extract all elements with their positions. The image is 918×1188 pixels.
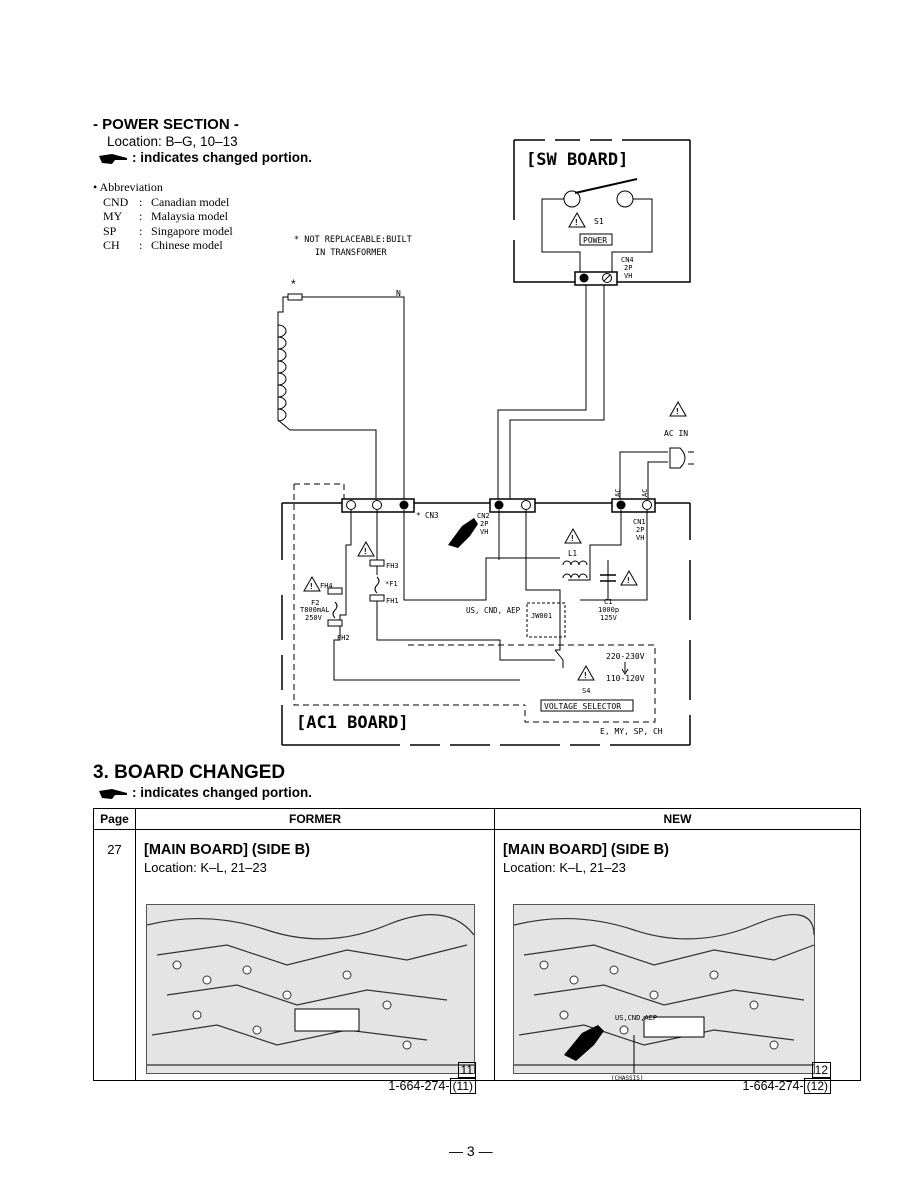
power-section-title: - POWER SECTION - <box>93 116 239 133</box>
transformer-note: IN TRANSFORMER <box>315 248 388 258</box>
former-location: Location: K–L, 21–23 <box>144 860 267 875</box>
svg-text:!: ! <box>571 534 574 543</box>
svg-text:CN4: CN4 <box>621 256 634 264</box>
svg-text:N: N <box>396 289 401 298</box>
s1-label: S1 <box>594 217 604 226</box>
board-changed-table: Page FORMER NEW 27 [MAIN BOARD] (SIDE B)… <box>93 808 861 1094</box>
ac-plug-icon <box>669 447 694 469</box>
power-section-location: Location: B–G, 10–13 <box>107 134 238 149</box>
svg-text:L1: L1 <box>568 549 577 558</box>
svg-text:VH: VH <box>636 534 644 542</box>
warning-triangle-icon: ! <box>303 575 321 592</box>
abbreviation-item: CND:Canadian model <box>103 194 230 209</box>
page-number: — 3 — <box>449 1143 493 1159</box>
not-replaceable-note: * NOT REPLACEABLE:BUILT <box>294 235 412 245</box>
power-schematic: * NOT REPLACEABLE:BUILT IN TRANSFORMER [… <box>277 139 694 746</box>
former-part-number: 11 1-664-274-(11) <box>386 1062 476 1094</box>
header-new: NEW <box>494 808 861 830</box>
changed-indicator-text: : indicates changed portion. <box>132 785 313 800</box>
svg-text:F2: F2 <box>311 599 319 607</box>
svg-text:!: ! <box>584 671 587 680</box>
svg-text:125V: 125V <box>600 614 618 622</box>
page-cell: 27 <box>93 829 136 1081</box>
svg-text:2P: 2P <box>480 520 488 528</box>
changed-indicator-legend: : indicates changed portion. <box>98 785 312 800</box>
former-cell: [MAIN BOARD] (SIDE B) Location: K–L, 21–… <box>135 829 495 1094</box>
svg-text:FH1: FH1 <box>386 597 399 605</box>
abbreviation-heading: • Abbreviation <box>93 180 163 194</box>
abbreviation-item: MY:Malaysia model <box>103 209 228 223</box>
svg-text:2P: 2P <box>624 264 632 272</box>
svg-text:2P: 2P <box>636 526 644 534</box>
svg-text:CN1: CN1 <box>633 518 646 526</box>
changed-indicator-text: : indicates changed portion. <box>132 150 313 165</box>
svg-text:VH: VH <box>480 528 488 536</box>
abbreviation-item: CH:Chinese model <box>103 238 223 252</box>
former-title: [MAIN BOARD] (SIDE B) <box>144 842 310 858</box>
svg-text:*: * <box>291 277 296 291</box>
svg-text:S4: S4 <box>582 687 590 695</box>
new-title: [MAIN BOARD] (SIDE B) <box>503 842 669 858</box>
svg-text:220-230V: 220-230V <box>606 652 645 661</box>
svg-text:!: ! <box>575 218 578 227</box>
svg-text:!: ! <box>364 547 367 556</box>
svg-text:110-120V: 110-120V <box>606 674 645 683</box>
warning-triangle-icon: ! <box>357 540 375 557</box>
svg-text:C1: C1 <box>604 598 612 606</box>
svg-text:JW001: JW001 <box>531 612 552 620</box>
new-part-number: 12 1-664-274-(12) <box>741 1062 831 1094</box>
new-us-label: US,CND,AEP <box>615 1014 658 1022</box>
pointing-hand-icon <box>564 1025 604 1061</box>
warning-triangle-icon: ! <box>577 664 595 681</box>
chassis-label: (CHASSIS) <box>611 1075 644 1082</box>
pointing-hand-icon <box>98 153 128 164</box>
svg-text:FH4: FH4 <box>320 582 333 590</box>
abbreviation-list: • Abbreviation CND:Canadian model MY:Mal… <box>93 180 233 253</box>
warning-triangle-icon: ! <box>669 400 687 417</box>
cn3-label: * CN3 <box>416 511 439 520</box>
svg-text:E, MY, SP, CH: E, MY, SP, CH <box>600 727 663 736</box>
warning-triangle-icon: ! <box>564 527 582 544</box>
new-pcb-image <box>513 904 815 1074</box>
transformer-coil <box>277 293 405 500</box>
warning-triangle-icon: ! <box>620 569 638 586</box>
svg-text:!: ! <box>310 582 313 591</box>
sw-board-label: [SW BOARD] <box>526 150 628 170</box>
svg-text:250V: 250V <box>305 614 323 622</box>
new-location: Location: K–L, 21–23 <box>503 860 626 875</box>
svg-text:FH3: FH3 <box>386 562 399 570</box>
us-cnd-aep-label: US, CND, AEP <box>466 606 521 615</box>
abbreviation-item: SP:Singapore model <box>103 223 233 238</box>
voltage-selector-label: VOLTAGE SELECTOR <box>544 702 621 711</box>
svg-text:T800mAL: T800mAL <box>300 606 330 614</box>
warning-triangle-icon: ! <box>568 211 586 228</box>
pointing-hand-icon <box>448 518 478 548</box>
svg-text:1000p: 1000p <box>598 606 619 614</box>
new-cell: [MAIN BOARD] (SIDE B) Location: K–L, 21–… <box>494 829 861 1094</box>
svg-text:CN2: CN2 <box>477 512 490 520</box>
changed-indicator-legend: : indicates changed portion. <box>98 150 312 165</box>
svg-text:AC: AC <box>641 489 649 497</box>
l1-inductor <box>562 560 588 579</box>
board-changed-title: 3. BOARD CHANGED <box>93 762 286 783</box>
pointing-hand-icon <box>98 788 128 799</box>
svg-text:*F1: *F1 <box>385 580 398 588</box>
svg-text:AC: AC <box>614 489 622 497</box>
svg-text:!: ! <box>627 576 630 585</box>
svg-text:FH2: FH2 <box>337 634 350 642</box>
former-pcb-image <box>146 904 475 1074</box>
ac-in-label: AC IN <box>664 429 688 438</box>
svg-text:!: ! <box>676 407 679 416</box>
header-page: Page <box>93 808 136 830</box>
svg-text:VH: VH <box>624 272 632 280</box>
ac1-board-label: [AC1 BOARD] <box>296 713 409 733</box>
header-former: FORMER <box>135 808 495 830</box>
power-switch-label: POWER <box>583 236 607 245</box>
